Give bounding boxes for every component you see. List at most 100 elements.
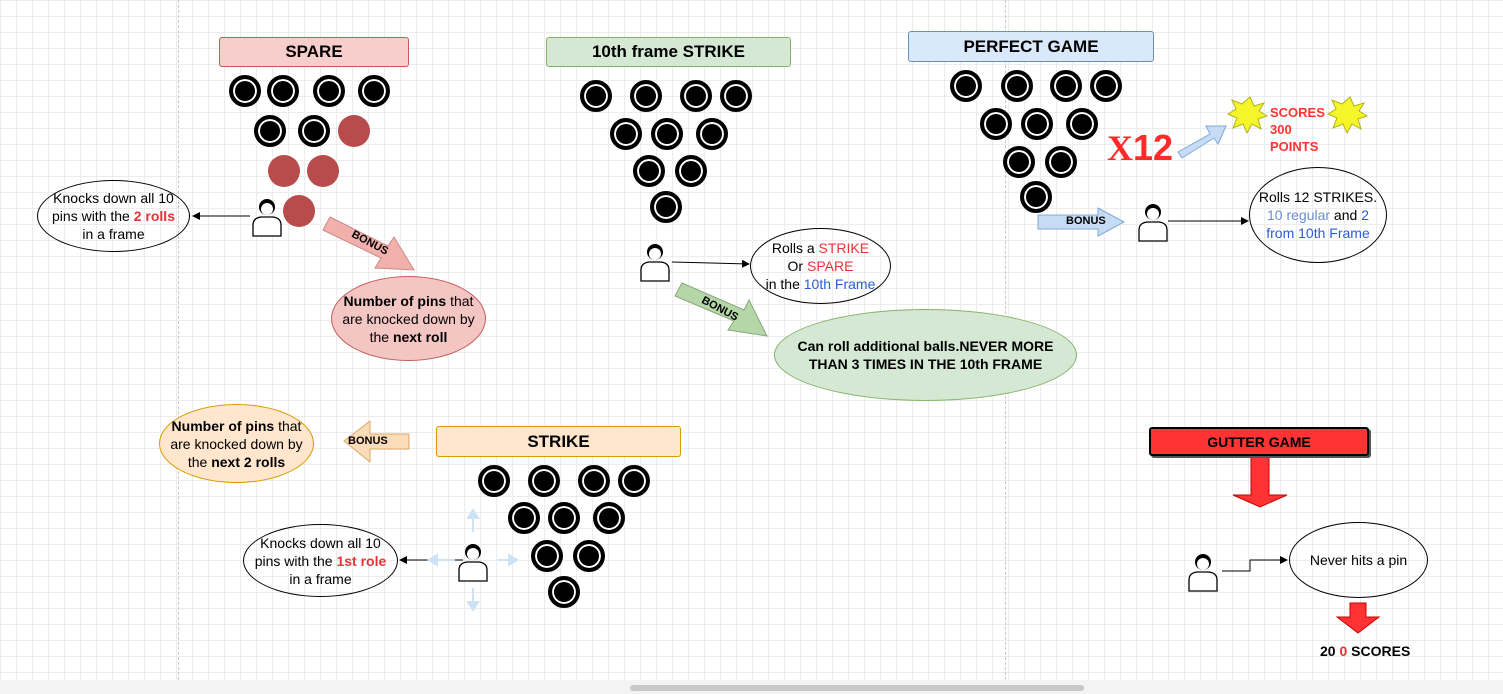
tenth-title: 10th frame STRIKE (546, 37, 791, 67)
perfect-bonus-arrow (1037, 207, 1126, 237)
star-icon (1326, 96, 1369, 135)
pin (578, 465, 610, 497)
spare-title: SPARE (219, 37, 409, 67)
pin (573, 540, 605, 572)
tenth-bonus-arrow (674, 282, 768, 337)
person-icon (458, 544, 488, 582)
pin-knocked (283, 195, 315, 227)
perfect-title: PERFECT GAME (908, 31, 1154, 62)
spare-bonus-text: that are knocked down by the (342, 292, 475, 345)
tenth-connector (671, 259, 750, 268)
gutter-score: 20 0 SCORES (1320, 643, 1410, 659)
pin (508, 502, 540, 534)
scrollbar-thumb[interactable] (630, 685, 1084, 691)
pin-knocked (268, 155, 300, 187)
pin-knocked (307, 155, 339, 187)
spare-bonus-bold-end: next roll (392, 328, 448, 345)
pin (528, 465, 560, 497)
pin (1045, 146, 1077, 178)
tenth-bonus-note: Can roll additional balls.NEVER MORE THA… (774, 309, 1077, 401)
spare-note: Knocks down all 10 pins with the 2 rolls… (37, 180, 190, 252)
gutter-down-arrow (1232, 456, 1288, 508)
strike-bonus-label: BONUS (348, 435, 388, 447)
pin (1001, 70, 1033, 102)
perfect-note: Rolls 12 STRIKES. 10 regular and 2 from … (1249, 167, 1387, 263)
pin (1020, 181, 1052, 213)
pin (650, 191, 682, 223)
move-arrows-icon (427, 508, 519, 612)
person-icon (252, 199, 282, 237)
star-icon (1226, 96, 1269, 135)
multiplier-number: 12 (1133, 127, 1174, 168)
perfect-note-tenth: from 10th Frame (1266, 225, 1370, 241)
strike-bonus-bold-end: next 2 rolls (211, 453, 286, 470)
strike-bonus-note: Number of pins that are knocked down by … (159, 404, 314, 483)
cross-icon: X (1107, 128, 1133, 168)
spare-bonus-note: Number of pins that are knocked down by … (331, 276, 486, 361)
pin (298, 115, 330, 147)
pin (1050, 70, 1082, 102)
pin (531, 540, 563, 572)
strike-bonus-arrow (343, 419, 410, 464)
person-icon (640, 244, 670, 282)
tenth-note-text: Or (787, 258, 807, 274)
strike-bonus-text: that are knocked down by the (170, 417, 303, 470)
gutter-score-arrow (1335, 602, 1381, 634)
pin (651, 118, 683, 150)
gutter-connector (1222, 556, 1288, 572)
pin (675, 155, 707, 187)
tenth-note-frame: 10th Frame (803, 276, 876, 292)
perfect-note-regular: 10 regular (1267, 207, 1331, 223)
person-icon (1138, 204, 1168, 242)
tenth-note-strike: STRIKE (818, 240, 870, 256)
perfect-note-and: and (1330, 207, 1362, 223)
section-divider (178, 0, 179, 680)
pin (1066, 108, 1098, 140)
strike-title: STRIKE (436, 426, 681, 457)
gutter-score-c: SCORES (1347, 643, 1411, 659)
perfect-multiplier: X12 (1107, 127, 1174, 169)
pin (618, 465, 650, 497)
spare-note-text-end: in a frame (82, 226, 145, 242)
strike-note-text-end: in a frame (289, 570, 352, 587)
pin (630, 80, 662, 112)
spare-bonus-arrow (322, 216, 415, 271)
pin (980, 108, 1012, 140)
pin (229, 75, 261, 107)
pin (610, 118, 642, 150)
gutter-title: GUTTER GAME (1149, 427, 1369, 456)
strike-note-text: Knocks down all 10 pins with the (254, 534, 381, 569)
spare-bonus-bold: Number of pins (343, 292, 447, 309)
gutter-note: Never hits a pin (1289, 522, 1428, 598)
pin (548, 576, 580, 608)
pin (680, 80, 712, 112)
pin (720, 80, 752, 112)
pin (1003, 146, 1035, 178)
pin (1021, 108, 1053, 140)
spare-note-text: Knocks down all 10 pins with the (52, 190, 174, 224)
strike-bonus-bold: Number of pins (171, 417, 275, 434)
pin (580, 80, 612, 112)
pin (593, 502, 625, 534)
person-icon (1188, 554, 1218, 592)
tenth-note: Rolls a STRIKE Or SPARE in the 10th Fram… (750, 228, 891, 304)
pin (1090, 70, 1122, 102)
pin (254, 115, 286, 147)
perfect-note-line: Rolls 12 STRIKES. (1258, 189, 1378, 205)
tenth-note-text: in the (765, 276, 804, 292)
pin (267, 75, 299, 107)
perfect-bonus-label: BONUS (1066, 215, 1106, 227)
perfect-note-two: 2 (1361, 207, 1369, 223)
perfect-score-text: SCORES 300 POINTS (1270, 105, 1325, 154)
spare-note-highlight: 2 rolls (133, 208, 175, 224)
pin (358, 75, 390, 107)
pin (696, 118, 728, 150)
pin (548, 502, 580, 534)
gutter-score-a: 20 (1320, 643, 1340, 659)
strike-note: Knocks down all 10 pins with the 1st rol… (243, 524, 398, 597)
perfect-score-arrow (1177, 125, 1227, 159)
tenth-note-text: Rolls a (771, 240, 819, 256)
pin (950, 70, 982, 102)
pin (633, 155, 665, 187)
